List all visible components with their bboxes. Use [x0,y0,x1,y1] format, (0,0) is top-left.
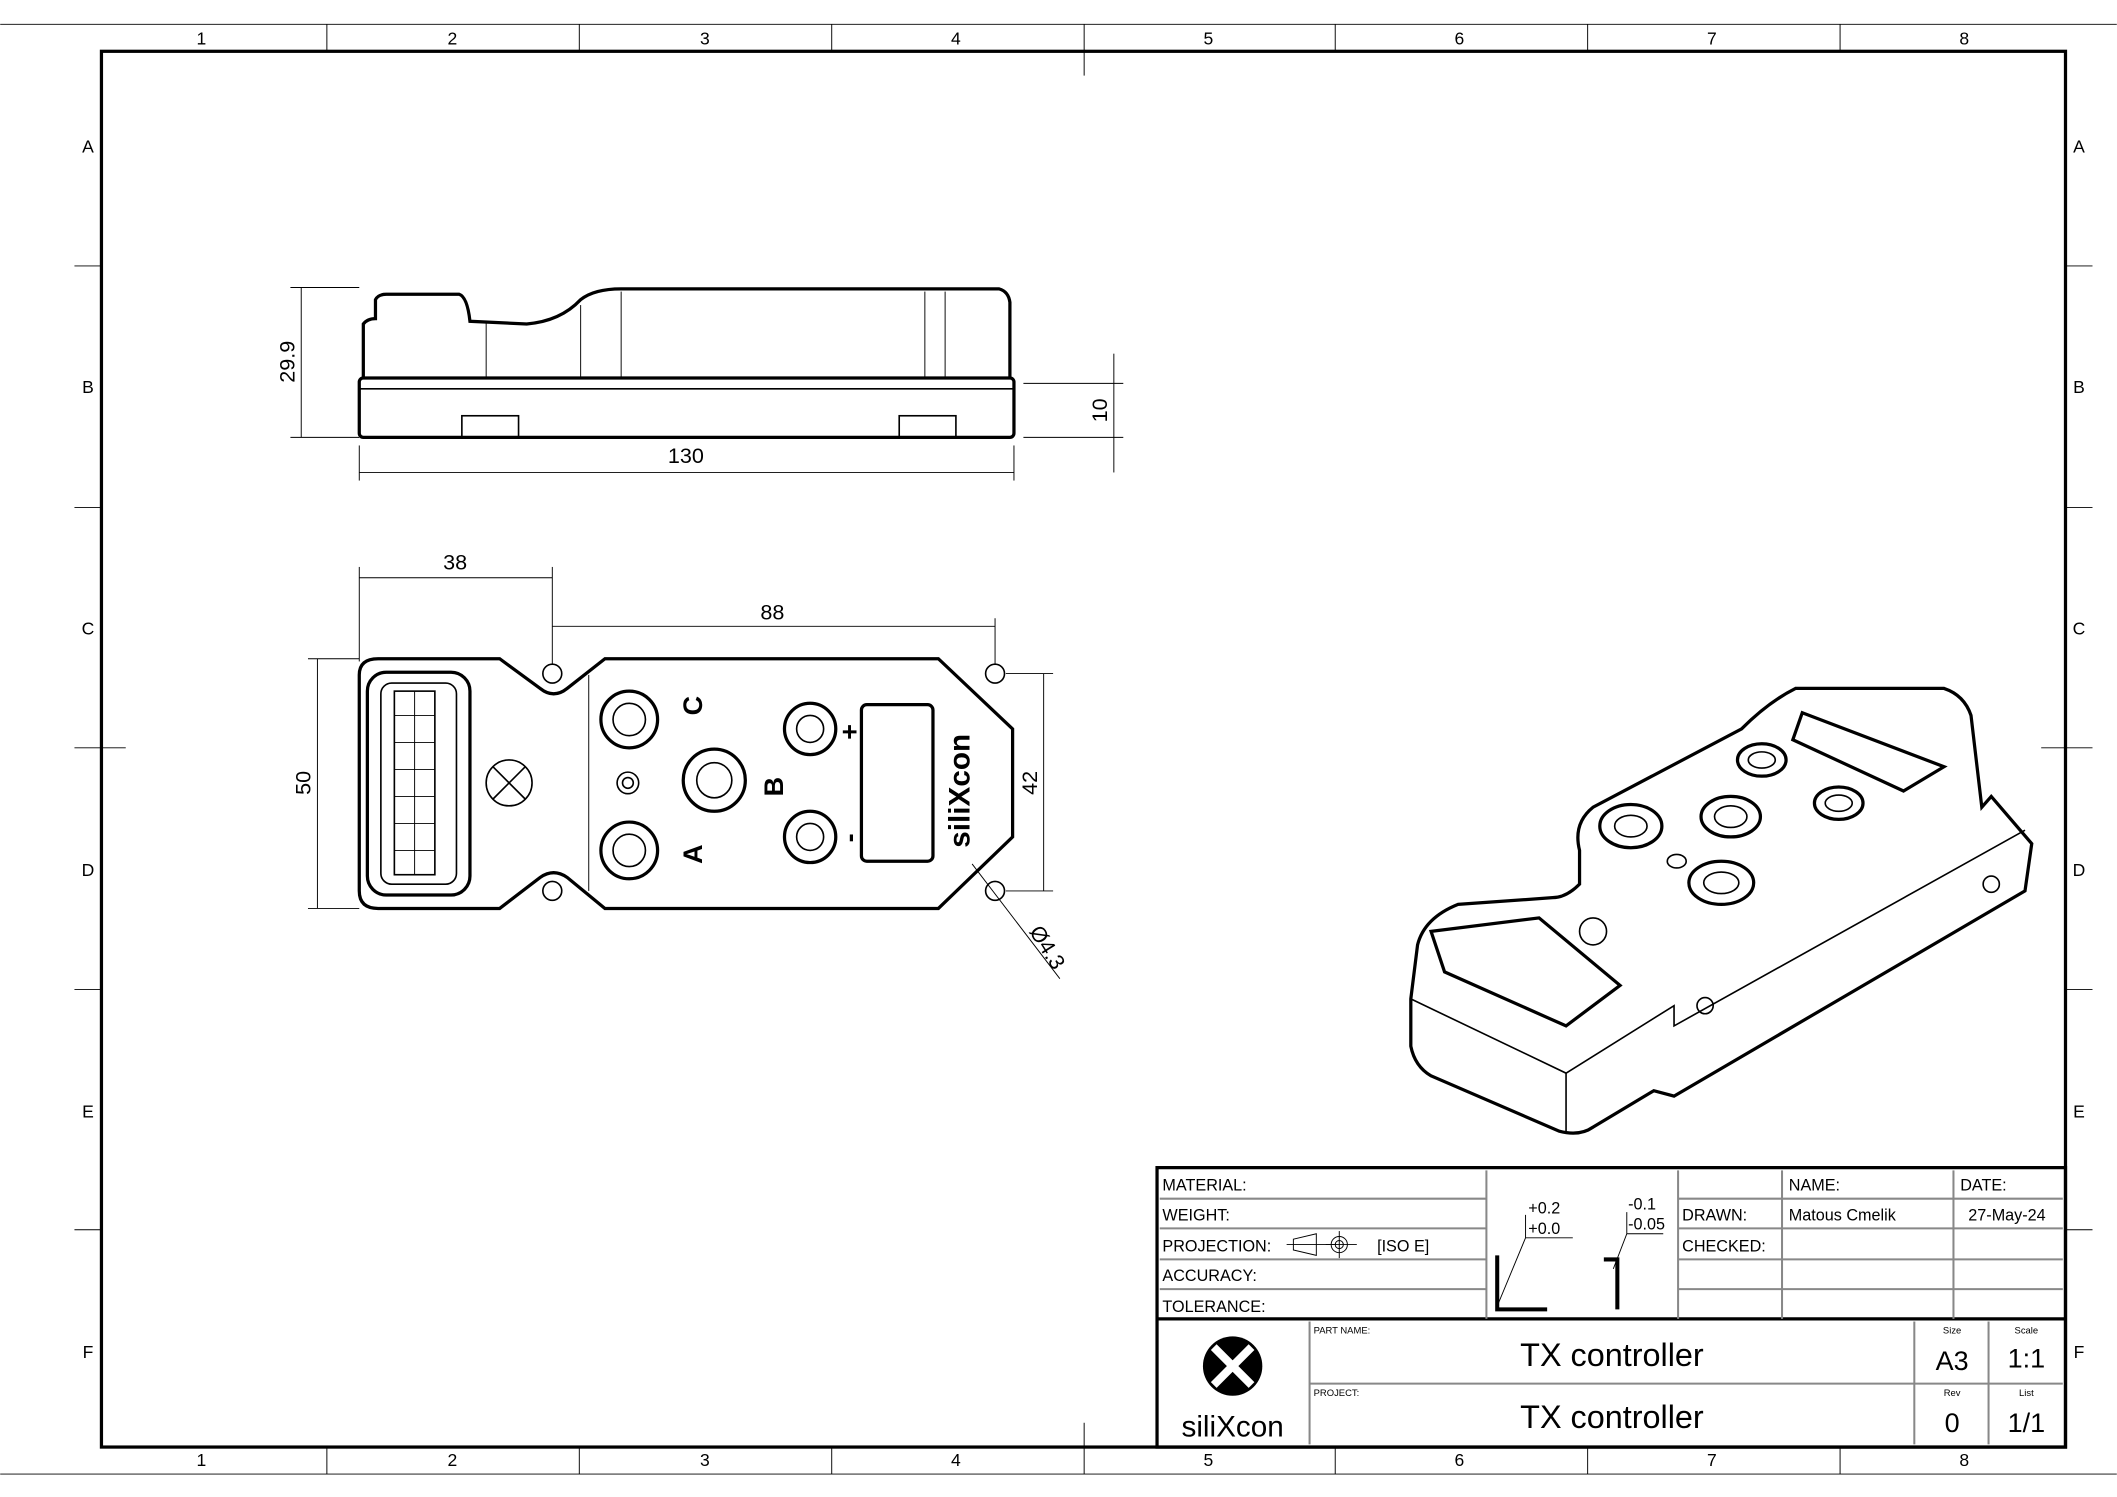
svg-text:siliXcon: siliXcon [1181,1410,1283,1443]
svg-text:siliXcon: siliXcon [943,734,976,848]
svg-text:A: A [678,844,708,864]
side-view: 29.9 130 10 [274,287,1124,481]
svg-text:3: 3 [700,29,710,49]
svg-text:1/1: 1/1 [2008,1408,2046,1438]
svg-text:E: E [82,1102,94,1122]
svg-text:[ISO E]: [ISO E] [1377,1237,1429,1255]
zone-labels: 1 2 3 4 5 6 7 8 1 2 3 4 5 6 7 8 A B C D E F A B C D E F [82,29,2086,1470]
svg-text:4: 4 [951,1450,961,1470]
svg-text:C: C [678,696,708,716]
logo-mark-icon [485,759,533,807]
svg-text:130: 130 [668,443,704,468]
isometric-view [1409,686,2034,1135]
svg-text:+: + [835,724,865,740]
svg-text:+0.0: +0.0 [1528,1220,1560,1238]
svg-text:50: 50 [291,771,316,795]
svg-text:NAME:: NAME: [1789,1177,1840,1195]
svg-text:TX controller: TX controller [1520,1337,1704,1373]
svg-text:3: 3 [700,1450,710,1470]
siliXcon-logo: siliXcon [1181,1336,1284,1443]
svg-text:7: 7 [1707,1450,1717,1470]
svg-text:10: 10 [1087,398,1112,422]
svg-text:-0.1: -0.1 [1628,1195,1656,1213]
drawing-frame [99,49,2068,1449]
svg-text:7: 7 [1707,29,1717,49]
svg-text:1:1: 1:1 [2008,1343,2046,1373]
svg-text:2: 2 [448,29,458,49]
svg-text:0: 0 [1945,1408,1960,1438]
svg-text:5: 5 [1203,1450,1213,1470]
svg-text:Size: Size [1943,1326,1961,1337]
svg-text:27-May-24: 27-May-24 [1968,1206,2045,1224]
svg-text:+0.2: +0.2 [1528,1200,1560,1218]
top-view: C B A + - siliXcon 38 88 50 42 Ø4.3 [291,550,1071,979]
svg-text:-: - [835,833,865,842]
svg-text:C: C [2073,618,2086,638]
svg-text:4: 4 [951,29,961,49]
svg-text:List: List [2019,1388,2034,1399]
svg-text:Rev: Rev [1944,1388,1961,1399]
svg-text:-0.05: -0.05 [1628,1216,1665,1234]
svg-text:F: F [2074,1342,2085,1362]
svg-text:5: 5 [1203,29,1213,49]
svg-text:88: 88 [760,600,784,625]
svg-text:1: 1 [196,1450,206,1470]
svg-text:ACCURACY:: ACCURACY: [1162,1267,1256,1285]
svg-text:MATERIAL:: MATERIAL: [1162,1177,1246,1195]
svg-text:CHECKED:: CHECKED: [1682,1237,1766,1255]
svg-text:DRAWN:: DRAWN: [1682,1206,1747,1224]
svg-text:B: B [759,777,789,797]
svg-text:Matous Cmelik: Matous Cmelik [1789,1206,1897,1224]
svg-text:38: 38 [443,550,467,575]
svg-text:2: 2 [448,1450,458,1470]
svg-text:PROJECT:: PROJECT: [1314,1388,1360,1399]
svg-text:D: D [82,860,95,880]
svg-text:1: 1 [196,29,206,49]
svg-text:8: 8 [1959,29,1969,49]
svg-text:6: 6 [1455,29,1465,49]
svg-text:Scale: Scale [2015,1326,2039,1337]
svg-text:PART NAME:: PART NAME: [1314,1326,1371,1337]
svg-text:C: C [82,618,95,638]
svg-text:PROJECTION:: PROJECTION: [1162,1237,1271,1255]
svg-text:E: E [2073,1102,2085,1122]
svg-text:29.9: 29.9 [274,341,299,383]
projection-symbol-icon [1286,1231,1357,1259]
zone-ticks [0,23,2117,1475]
svg-text:A3: A3 [1936,1346,1969,1376]
title-block: MATERIAL: WEIGHT: PROJECTION: [ISO E] AC… [1155,1166,2068,1449]
svg-text:DATE:: DATE: [1960,1177,2006,1195]
svg-text:B: B [82,377,94,397]
svg-text:WEIGHT:: WEIGHT: [1162,1206,1229,1224]
svg-text:B: B [2073,377,2085,397]
svg-text:F: F [83,1342,94,1362]
svg-text:TOLERANCE:: TOLERANCE: [1162,1298,1265,1316]
svg-text:8: 8 [1959,1450,1969,1470]
svg-text:A: A [2073,137,2085,157]
svg-text:6: 6 [1455,1450,1465,1470]
svg-text:D: D [2073,860,2086,880]
svg-text:42: 42 [1017,771,1042,795]
svg-text:TX controller: TX controller [1520,1399,1704,1435]
svg-text:A: A [82,137,94,157]
